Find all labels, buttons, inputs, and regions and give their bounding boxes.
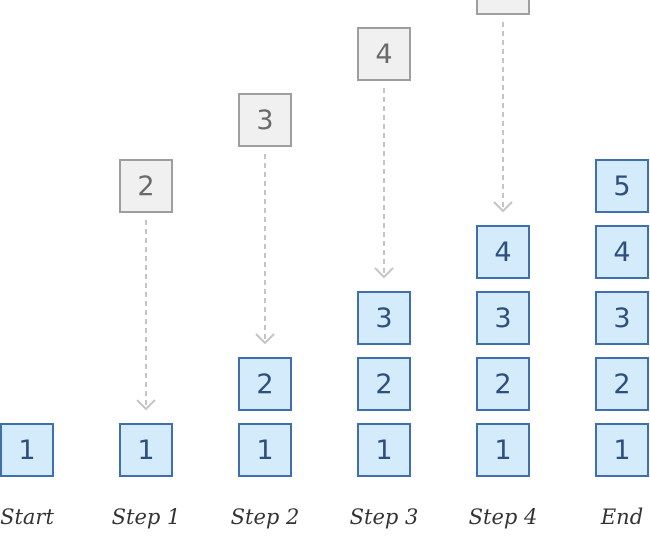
incoming-box: 4	[357, 27, 411, 81]
push-arrow-head	[493, 201, 513, 213]
step-caption: Step 1	[111, 505, 181, 529]
step-caption: Step 4	[468, 505, 538, 529]
stacked-box: 4	[595, 225, 649, 279]
step-caption: Start	[0, 505, 54, 529]
stacked-box: 1	[595, 423, 649, 477]
stacked-box: 2	[595, 357, 649, 411]
push-arrow-head	[255, 333, 275, 345]
stacked-box: 3	[595, 291, 649, 345]
stacked-box: 5	[595, 159, 649, 213]
stacked-box: 1	[476, 423, 530, 477]
stacked-box: 2	[476, 357, 530, 411]
stacked-box: 1	[238, 423, 292, 477]
stacked-box: 3	[357, 291, 411, 345]
push-arrow-head	[374, 267, 394, 279]
stacked-box: 1	[119, 423, 173, 477]
incoming-box: 5	[476, 0, 530, 15]
step-caption: Step 2	[230, 505, 300, 529]
stacked-box: 1	[357, 423, 411, 477]
incoming-box: 3	[238, 93, 292, 147]
incoming-box: 2	[119, 159, 173, 213]
stacked-box: 1	[0, 423, 54, 477]
step-caption: End	[600, 505, 644, 529]
push-arrow-head	[136, 399, 156, 411]
stacked-box: 3	[476, 291, 530, 345]
step-caption: Step 3	[349, 505, 419, 529]
stacked-box: 4	[476, 225, 530, 279]
stacked-box: 2	[238, 357, 292, 411]
stacked-box: 2	[357, 357, 411, 411]
